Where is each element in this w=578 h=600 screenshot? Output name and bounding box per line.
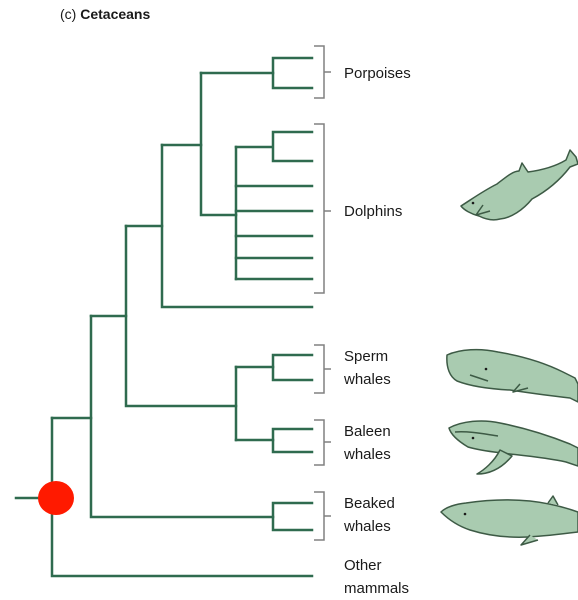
label-baleen-whales: Baleen whales xyxy=(344,420,391,466)
label-beaked-line2: whales xyxy=(344,515,395,538)
bracket-porpoises xyxy=(314,46,331,98)
sperm-branches xyxy=(273,355,312,380)
dolphin-subclade xyxy=(236,132,312,161)
porpoise-branches xyxy=(273,58,312,88)
node-beaked-split xyxy=(91,316,273,517)
label-other-line1: Other xyxy=(344,554,409,577)
label-sperm-line1: Sperm xyxy=(344,345,391,368)
label-beaked-line1: Beaked xyxy=(344,492,395,515)
baleen-branches xyxy=(273,429,312,452)
bracket-sperm xyxy=(314,345,331,393)
clade-brackets xyxy=(314,46,331,540)
beaked-branches xyxy=(273,503,312,530)
bracket-beaked xyxy=(314,492,331,540)
dolphin-icon xyxy=(461,150,578,220)
dolphin-tips xyxy=(236,186,312,279)
label-dolphins: Dolphins xyxy=(344,200,402,223)
node-porp-dolph xyxy=(201,73,236,215)
label-other-mammals: Other mammals xyxy=(344,554,409,600)
label-porpoises: Porpoises xyxy=(344,62,411,85)
label-baleen-line2: whales xyxy=(344,443,391,466)
bracket-baleen xyxy=(314,420,331,465)
label-baleen-line1: Baleen xyxy=(344,420,391,443)
label-other-line2: mammals xyxy=(344,577,409,600)
humpback-whale-icon xyxy=(449,421,578,474)
bracket-dolphins xyxy=(314,124,331,293)
root-marker xyxy=(38,481,74,515)
label-sperm-whales: Sperm whales xyxy=(344,345,391,391)
label-beaked-whales: Beaked whales xyxy=(344,492,395,538)
sperm-whale-icon xyxy=(447,350,578,402)
node-toothed-baleen xyxy=(126,226,236,406)
label-sperm-line2: whales xyxy=(344,368,391,391)
beaked-whale-icon xyxy=(441,496,578,545)
